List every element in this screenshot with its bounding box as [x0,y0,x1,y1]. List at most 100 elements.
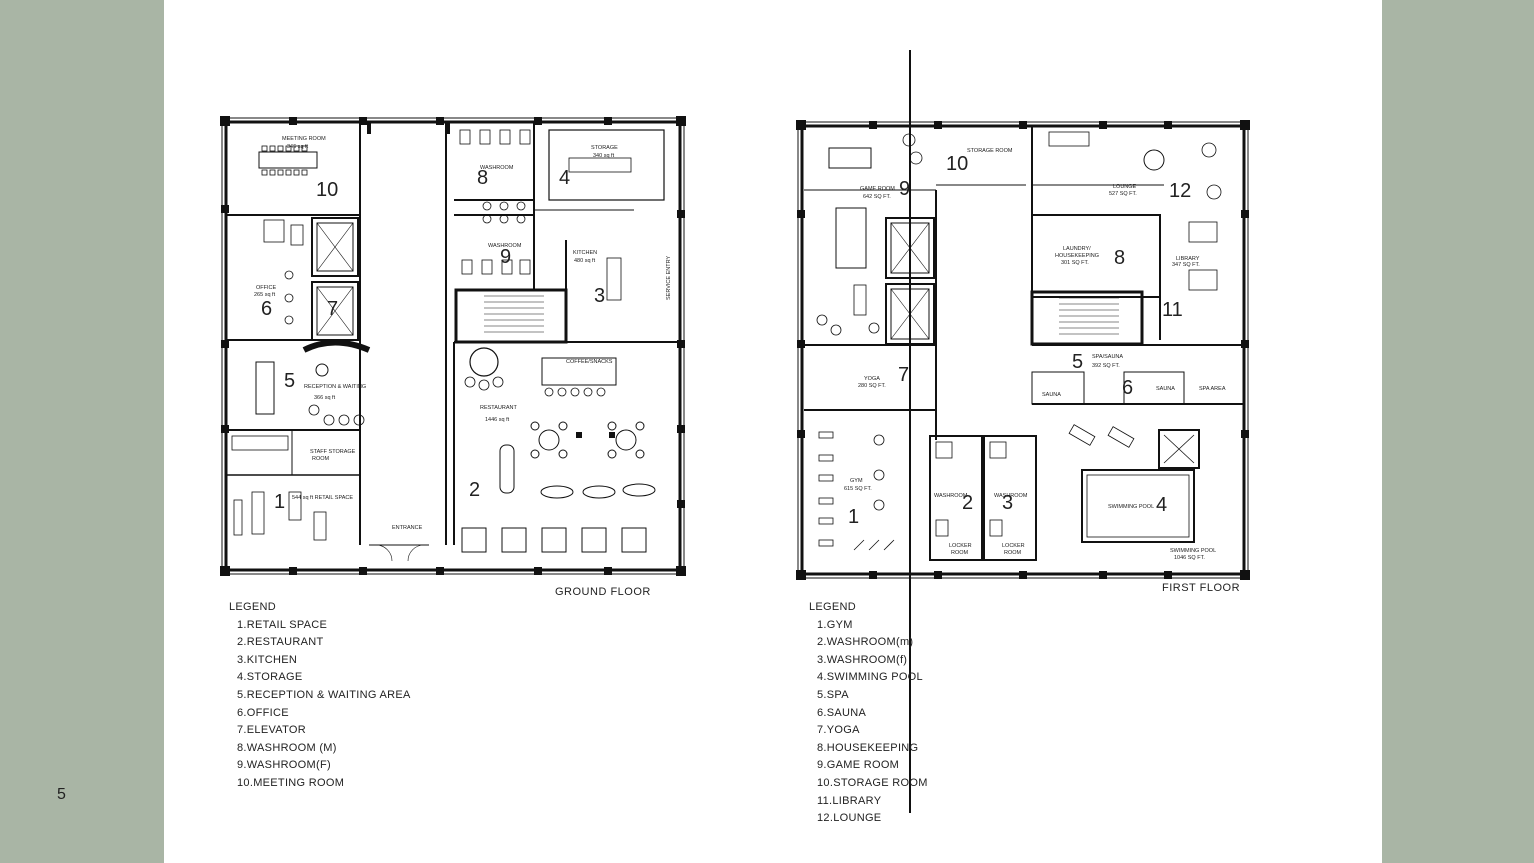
legend-item: 7.ELEVATOR [237,724,307,737]
game-room-number: 9 [899,178,910,200]
washroom-m-label-ff: WASHROOM [934,493,968,499]
floor-plans-drawing: MEETING ROOM 346 sq ft 10 OFFICE 265 sq … [220,116,1250,580]
legend-item: 9.WASHROOM(F) [237,759,331,772]
legend-item: 3.KITCHEN [237,653,298,666]
sauna-label: SAUNA [1042,392,1061,398]
locker-m-label: LOCKER [949,543,972,549]
storage-room-number: 10 [946,153,968,175]
restaurant-area: 1446 sq ft [485,417,510,423]
pool-number: 4 [1156,494,1167,516]
legend-item: 6.OFFICE [237,706,289,719]
locker-m-sub: ROOM [951,550,969,556]
ground-floor-plan [220,116,686,576]
washroom-f-number-ff: 3 [1002,492,1013,514]
sauna-number: 6 [1122,377,1133,399]
legend-item: 4.SWIMMING POOL [817,671,923,684]
restaurant-label: RESTAURANT [480,405,518,411]
legend-item: 6.SAUNA [817,706,867,719]
meeting-room-label: MEETING ROOM [282,136,326,142]
legend-item: 2.RESTAURANT [237,636,324,649]
staff-storage-sub: ROOM [312,456,330,462]
legend-item: 8.WASHROOM (M) [237,741,337,754]
kitchen-area: 480 sq ft [574,258,596,264]
lounge-label: LOUNGE [1113,184,1137,190]
gym-number: 1 [848,506,859,528]
lounge-number: 12 [1169,180,1191,202]
meeting-room-area: 346 sq ft [287,144,309,150]
legend-item: 8.HOUSEKEEPING [817,741,919,754]
reception-number: 5 [284,370,295,392]
spa-number: 5 [1072,351,1083,373]
retail-number: 1 [274,491,285,513]
ground-floor-room-labels: MEETING ROOM 346 sq ft 10 OFFICE 265 sq … [254,136,672,531]
legend-item: 7.YOGA [817,724,860,737]
first-floor-title: FIRST FLOOR [1162,582,1241,594]
gym-label: GYM [850,478,863,484]
washroom-m-number: 8 [477,167,488,189]
first-legend-list: 1.GYM 2.WASHROOM(m) 3.WASHROOM(f) 4.SWIM… [809,617,928,828]
drawing-sheet: MEETING ROOM 346 sq ft 10 OFFICE 265 sq … [164,0,1382,863]
spa-label: SPA/SAUNA [1092,354,1123,360]
ground-legend-list: 1.RETAIL SPACE 2.RESTAURANT 3.KITCHEN 4.… [229,617,411,793]
first-legend-title: LEGEND [809,601,857,613]
library-label: LIBRARY [1176,256,1200,262]
first-floor-plan [796,120,1250,580]
ground-legend-title: LEGEND [229,601,277,613]
washroom-f-number: 9 [500,246,511,268]
locker-f-sub: ROOM [1004,550,1022,556]
storage-number: 4 [559,167,570,189]
first-floor-room-labels: GAME ROOM 642 SQ FT. 9 STORAGE ROOM 10 L… [844,148,1226,561]
office-label: OFFICE [256,285,276,291]
laundry-number: 8 [1114,247,1125,269]
staff-storage-label: STAFF STORAGE [310,449,356,455]
page-number: 5 [57,786,66,803]
lounge-area: 527 SQ FT. [1109,191,1137,197]
game-room-label: GAME ROOM [860,186,895,192]
reception-label: RECEPTION & WAITING [304,384,366,390]
right-margin-panel [1382,0,1534,863]
legend-item: 11.LIBRARY [817,794,882,807]
legend-item: 4.STORAGE [237,671,303,684]
legend-item: 1.RETAIL SPACE [237,618,328,631]
spa-area: 392 SQ FT. [1092,363,1120,369]
ground-floor-title: GROUND FLOOR [555,586,651,598]
housekeeping-label: HOUSEKEEPING [1055,253,1099,259]
washroom-m-label: WASHROOM [480,165,514,171]
legend-item: 2.WASHROOM(m) [817,636,914,649]
retail-label: 544 sq ft RETAIL SPACE [292,495,353,501]
spa-area-label: SPA AREA [1199,386,1226,392]
storage-area: 340 sq ft [593,153,615,159]
legend-item: 9.GAME ROOM [817,759,900,772]
yoga-number: 7 [898,364,909,386]
washroom-m-number-ff: 2 [962,492,973,514]
library-number: 11 [1162,299,1183,321]
legend-item: 12.LOUNGE [817,812,882,825]
storage-room-label: STORAGE ROOM [967,148,1013,154]
counter-label: COFFEE/SNACKS [566,359,613,365]
left-margin-panel [0,0,164,863]
game-room-area: 642 SQ FT. [863,194,891,200]
legend-item: 3.WASHROOM(f) [817,653,908,666]
pool-area-label: SWIMMING POOL [1170,548,1216,554]
entrance-label: ENTRANCE [392,525,423,531]
washroom-f-label-ff: WASHROOM [994,493,1028,499]
floor-divider-line [909,50,911,813]
yoga-label: YOGA [864,376,880,382]
pool-area-value: 1046 SQ FT. [1174,555,1205,561]
pool-label: SWIMMING POOL [1108,504,1154,510]
legend-item: 10.STORAGE ROOM [817,776,928,789]
reception-area: 366 sq ft [314,395,336,401]
laundry-area: 301 SQ FT. [1061,260,1089,266]
library-area: 347 SQ FT. [1172,262,1200,268]
service-entry-label: SERVICE ENTRY [666,256,672,300]
sauna-2-label: SAUNA [1156,386,1175,392]
restaurant-number: 2 [469,479,480,501]
gym-area: 615 SQ FT. [844,486,872,492]
ground-floor-legend: LEGEND 1.RETAIL SPACE 2.RESTAURANT 3.KIT… [229,599,411,793]
yoga-area: 280 SQ FT. [858,383,886,389]
storage-label: STORAGE [591,145,618,151]
kitchen-number: 3 [594,285,605,307]
office-area: 265 sq ft [254,292,276,298]
laundry-label: LAUNDRY/ [1063,246,1091,252]
washroom-f-label: WASHROOM [488,243,522,249]
